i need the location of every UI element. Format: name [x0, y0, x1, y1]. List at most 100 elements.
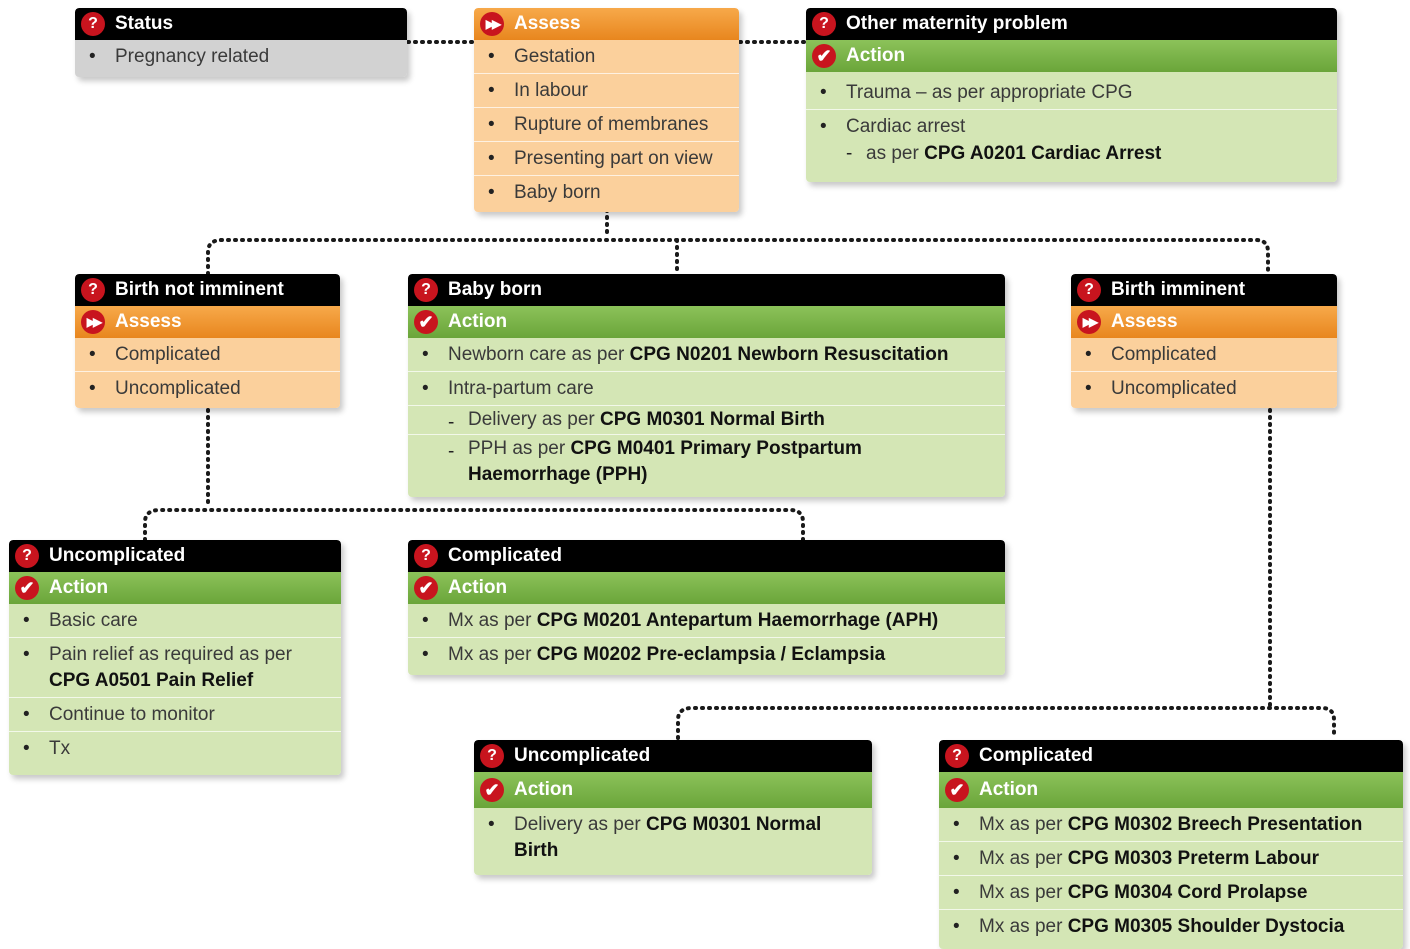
other-problem-header: ? Other maternity problem: [806, 8, 1337, 40]
item-prefix: Mx as per: [979, 814, 1068, 835]
item-prefix: Delivery as per: [514, 814, 646, 835]
not-imminent-complicated-card: ? Complicated ✔ Action Mx as per CPG M0201…: [408, 540, 1005, 675]
list-item: Mx as per CPG M0303 Preterm Labour: [939, 841, 1403, 875]
item-prefix: Newborn care as per: [448, 344, 630, 365]
check-icon: ✔: [812, 44, 836, 68]
cpg-reference: CPG A0201 Cardiac Arrest: [924, 143, 1162, 164]
birth-imminent-title: Birth imminent: [1111, 279, 1246, 300]
action-bar: ✔ Action: [408, 572, 1005, 604]
action-label: Action: [448, 577, 508, 598]
check-icon: ✔: [414, 576, 438, 600]
action-label: Action: [514, 779, 574, 800]
item-prefix: PPH as per: [468, 438, 571, 459]
complicated-header: ? Complicated: [939, 740, 1403, 772]
list-item: Intra-partum care: [408, 371, 1005, 405]
question-icon: ?: [812, 12, 836, 36]
status-title: Status: [115, 13, 174, 34]
connector-branch-mid: [143, 508, 805, 542]
connector-branch-low: [676, 706, 1336, 740]
assess-bar: ▶▶ Assess: [75, 306, 340, 338]
complicated-title: Complicated: [448, 545, 563, 566]
complicated-header: ? Complicated: [408, 540, 1005, 572]
cpg-reference: CPG N0201 Newborn Resuscitation: [629, 344, 949, 365]
cpg-reference: CPG M0301 Normal Birth: [600, 409, 825, 430]
question-icon: ?: [15, 544, 39, 568]
cpg-reference: CPG M0301 Normal: [646, 814, 822, 835]
question-icon: ?: [81, 278, 105, 302]
fast-forward-icon: ▶▶: [1077, 310, 1101, 334]
list-item: Mx as per CPG M0305 Shoulder Dystocia: [939, 909, 1403, 943]
birth-not-imminent-header: ? Birth not imminent: [75, 274, 340, 306]
list-subitem: PPH as per CPG M0401 Primary PostpartumH…: [408, 434, 1005, 491]
action-label: Action: [846, 45, 906, 66]
list-item: Continue to monitor: [9, 697, 341, 731]
list-item: Rupture of membranes: [474, 107, 739, 141]
list-item: Basic care: [9, 604, 341, 637]
imminent-complicated-card: ?Complicated ✔Action Mx as per CPG M0302…: [939, 740, 1403, 949]
list-subitem: as per CPG A0201 Cardiac Arrest: [806, 137, 1337, 170]
list-item: Mx as per CPG M0302 Breech Presentation: [939, 808, 1403, 841]
list-subitem: Delivery as per CPG M0301 Normal Birth: [408, 405, 1005, 436]
status-card: ?Status Pregnancy related: [75, 8, 407, 77]
list-item: Baby born: [474, 175, 739, 209]
item-prefix: Mx as per: [979, 916, 1068, 937]
assess-title: Assess: [514, 13, 581, 34]
action-label: Action: [49, 577, 109, 598]
complicated-title: Complicated: [979, 745, 1094, 766]
item-prefix: as per: [866, 143, 925, 164]
baby-born-header: ?Baby born: [408, 274, 1005, 306]
question-icon: ?: [945, 744, 969, 768]
check-icon: ✔: [480, 778, 504, 802]
cpg-reference: CPG A0501 Pain Relief: [49, 670, 254, 691]
question-icon: ?: [81, 12, 105, 36]
action-bar: ✔ Action: [408, 306, 1005, 338]
item-prefix: Mx as per: [979, 848, 1068, 869]
assess-main-card: ▶▶Assess Gestation In labour Rupture of …: [474, 8, 739, 212]
list-item: Trauma – as per appropriate CPG: [806, 76, 1337, 109]
question-icon: ?: [414, 278, 438, 302]
list-item: Uncomplicated: [1071, 371, 1337, 405]
check-icon: ✔: [414, 310, 438, 334]
item-prefix: Mx as per: [979, 882, 1068, 903]
list-item: Gestation: [474, 40, 739, 73]
cpg-reference-cont: Birth: [514, 840, 559, 861]
item-prefix: Mx as per: [448, 610, 537, 631]
cpg-reference: CPG M0401 Primary Postpartum: [570, 438, 862, 459]
imminent-uncomplicated-card: ? Uncomplicated ✔ Action Delivery as per C…: [474, 740, 872, 875]
cpg-reference: CPG M0202 Pre-eclampsia / Eclampsia: [536, 644, 886, 665]
list-item: Mx as per CPG M0201 Antepartum Haemorrha…: [408, 604, 1005, 637]
uncomplicated-header: ? Uncomplicated: [474, 740, 872, 772]
baby-born-card: ?Baby born ✔ Action Newborn care as per C…: [408, 274, 1005, 497]
uncomplicated-title: Uncomplicated: [514, 745, 651, 766]
assess-label: Assess: [115, 311, 182, 332]
assess-bar: ▶▶Assess: [474, 8, 739, 40]
birth-not-imminent-title: Birth not imminent: [115, 279, 284, 300]
birth-imminent-card: ? Birth imminent ▶▶ Assess Complicated Unc…: [1071, 274, 1337, 408]
birth-not-imminent-card: ?Birth not imminent ▶▶Assess Complicated…: [75, 274, 340, 408]
action-bar: ✔ Action: [806, 40, 1337, 72]
question-icon: ?: [480, 744, 504, 768]
check-icon: ✔: [945, 778, 969, 802]
birth-imminent-header: ? Birth imminent: [1071, 274, 1337, 306]
list-item: Complicated: [1071, 338, 1337, 371]
cpg-reference: CPG M0302 Breech Presentation: [1067, 814, 1363, 835]
cpg-reference: CPG M0305 Shoulder Dystocia: [1067, 916, 1345, 937]
connector-branch-top: [206, 238, 1270, 276]
assess-bar: ▶▶ Assess: [1071, 306, 1337, 338]
question-icon: ?: [414, 544, 438, 568]
action-label: Action: [448, 311, 508, 332]
action-bar: ✔ Action: [474, 772, 872, 808]
assess-label: Assess: [1111, 311, 1178, 332]
cpg-reference-cont: Haemorrhage (PPH): [468, 464, 648, 485]
list-item: Tx: [9, 731, 341, 765]
list-item: In labour: [474, 73, 739, 107]
uncomplicated-title: Uncomplicated: [49, 545, 186, 566]
list-item: Uncomplicated: [75, 371, 340, 405]
other-problem-title: Other maternity problem: [846, 13, 1068, 34]
item-prefix: Pain relief as required as per: [49, 644, 292, 665]
question-icon: ?: [1077, 278, 1101, 302]
fast-forward-icon: ▶▶: [81, 310, 105, 334]
item-prefix: Mx as per: [448, 644, 537, 665]
